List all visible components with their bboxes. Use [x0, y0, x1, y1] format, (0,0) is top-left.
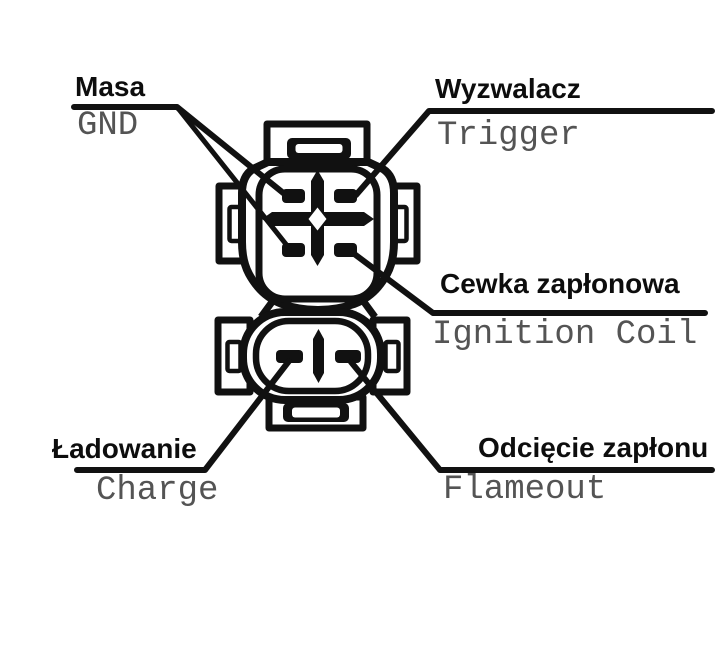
- leader-ignition-coil: [350, 250, 708, 316]
- lower-key-vertical: [313, 329, 324, 383]
- upper-connector-4pin: [215, 120, 421, 314]
- leader-charge: [74, 358, 292, 473]
- label-trigger-pl: Wyzwalacz: [435, 73, 581, 104]
- leader-trigger: [353, 108, 715, 198]
- label-flameout-en: Flameout: [443, 471, 607, 509]
- pin-upper-left: [282, 189, 305, 203]
- label-ignition-coil-en: Ignition Coil: [432, 316, 698, 354]
- label-flameout-pl: Odcięcie zapłonu: [478, 432, 709, 463]
- pin-flameout: [335, 350, 361, 363]
- pin-charge: [276, 350, 303, 363]
- label-ignition-coil-pl: Cewka zapłonowa: [440, 268, 680, 299]
- lower-cavity: [252, 317, 372, 395]
- leader-lines: [71, 104, 715, 473]
- leader-gnd-2: [174, 104, 292, 251]
- neck-right: [361, 299, 378, 320]
- leader-flameout: [348, 359, 715, 473]
- lower-connector-3pin: [214, 299, 411, 432]
- lower-left-tab-slot: [225, 339, 243, 374]
- pin-upper-right: [334, 189, 357, 203]
- label-trigger-en: Trigger: [437, 117, 580, 155]
- label-gnd-pl: Masa: [75, 71, 146, 102]
- label-charge-en: Charge: [96, 472, 219, 510]
- label-charge-pl: Ładowanie: [52, 433, 197, 464]
- lower-latch-slot: [292, 407, 340, 418]
- upper-latch-slot: [295, 144, 343, 153]
- upper-key-center-diamond: [308, 207, 327, 231]
- label-gnd-en: GND: [77, 107, 139, 145]
- lower-right-tab-slot: [383, 339, 401, 374]
